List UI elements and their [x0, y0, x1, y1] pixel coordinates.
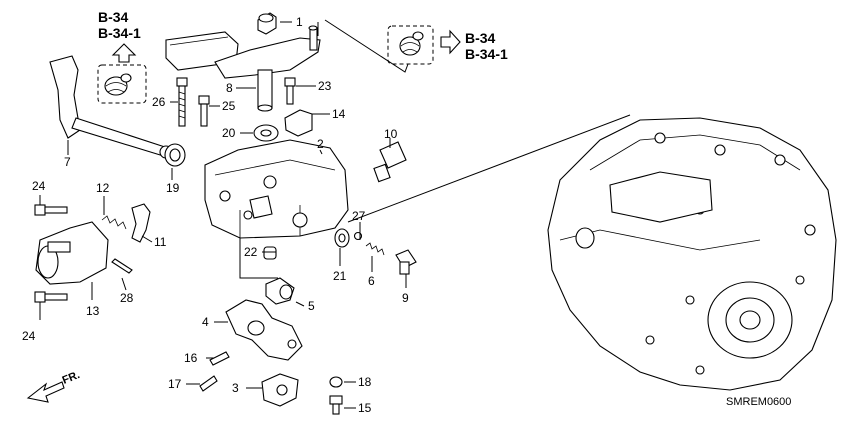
part-18-washer	[329, 376, 343, 388]
leader-lines	[39, 21, 407, 409]
part-12-spring	[101, 215, 127, 230]
label-part-16: 16	[184, 351, 198, 365]
label-part-22: 22	[244, 245, 258, 259]
label-part-26: 26	[152, 95, 166, 109]
up-arrow-icon	[111, 43, 137, 63]
part-25-bolt	[198, 95, 210, 127]
label-part-17: 17	[168, 377, 182, 391]
ref-top-left-1: B-34	[98, 9, 129, 25]
label-part-6: 6	[368, 274, 375, 288]
label-part-7: 7	[64, 155, 71, 169]
label-part-19: 19	[166, 181, 180, 195]
label-part-24-top: 24	[32, 179, 46, 193]
label-part-28: 28	[120, 291, 134, 305]
part-8-shaft	[257, 69, 273, 112]
part-3-bracket	[261, 373, 299, 407]
label-part-20: 20	[222, 126, 236, 140]
spring-detail-left	[104, 73, 132, 96]
front-direction-arrow-icon	[26, 381, 65, 403]
part-17-pin	[199, 375, 218, 392]
part-14-bracket	[284, 109, 313, 137]
diagram-code: SMREM0600	[726, 396, 791, 408]
label-part-15: 15	[358, 401, 372, 415]
part-2-housing	[204, 139, 349, 239]
ref-top-left-2: B-34-1	[98, 25, 141, 41]
part-5-fitting	[265, 277, 295, 305]
part-4-fork	[225, 299, 303, 361]
right-arrow-icon	[440, 29, 461, 55]
label-part-23: 23	[318, 79, 332, 93]
label-part-18: 18	[358, 375, 372, 389]
part-1-fitting	[257, 12, 277, 35]
part-24-bolt-bottom	[34, 291, 68, 303]
part-6-spring	[365, 242, 385, 256]
part-20-seal	[253, 124, 279, 142]
label-part-1: 1	[296, 15, 303, 29]
label-part-25: 25	[222, 99, 236, 113]
label-part-8: 8	[226, 81, 233, 95]
label-part-24-bottom: 24	[22, 329, 36, 343]
part-16-pin	[209, 351, 230, 366]
part-13-actuator	[35, 221, 109, 285]
part-11-clip	[131, 203, 151, 243]
label-part-12: 12	[96, 181, 110, 195]
detail-box-left	[97, 64, 147, 104]
leader-line-ref	[324, 19, 409, 73]
label-part-3: 3	[232, 381, 239, 395]
part-15-bolt	[329, 395, 343, 415]
label-part-21: 21	[333, 269, 347, 283]
part-23-bolt	[284, 77, 296, 105]
spring-detail-right	[399, 31, 424, 56]
part-shift-plate	[165, 25, 321, 79]
label-part-13: 13	[86, 304, 100, 318]
part-24-bolt-top	[34, 204, 68, 216]
part-9-bolt	[395, 249, 417, 275]
part-10-switch	[373, 141, 407, 183]
label-part-5: 5	[308, 299, 315, 313]
label-part-27: 27	[352, 209, 366, 223]
ref-top-right-1: B-34	[465, 30, 496, 46]
part-21-washer	[334, 228, 350, 248]
detail-box-right	[387, 25, 434, 65]
label-part-11: 11	[154, 235, 167, 249]
label-part-9: 9	[402, 291, 409, 305]
label-part-4: 4	[202, 315, 209, 329]
part-26-bolt	[176, 77, 188, 127]
label-part-14: 14	[332, 107, 346, 121]
transmission-case	[547, 117, 837, 391]
part-19-seal	[164, 143, 186, 167]
ref-top-right-2: B-34-1	[465, 46, 508, 62]
leader-line-case	[347, 114, 631, 223]
label-part-10: 10	[384, 127, 398, 141]
part-22-pin	[263, 246, 277, 260]
part-28-pin	[111, 258, 133, 274]
label-part-2: 2	[317, 137, 324, 151]
direction-label: FR.	[61, 369, 82, 387]
